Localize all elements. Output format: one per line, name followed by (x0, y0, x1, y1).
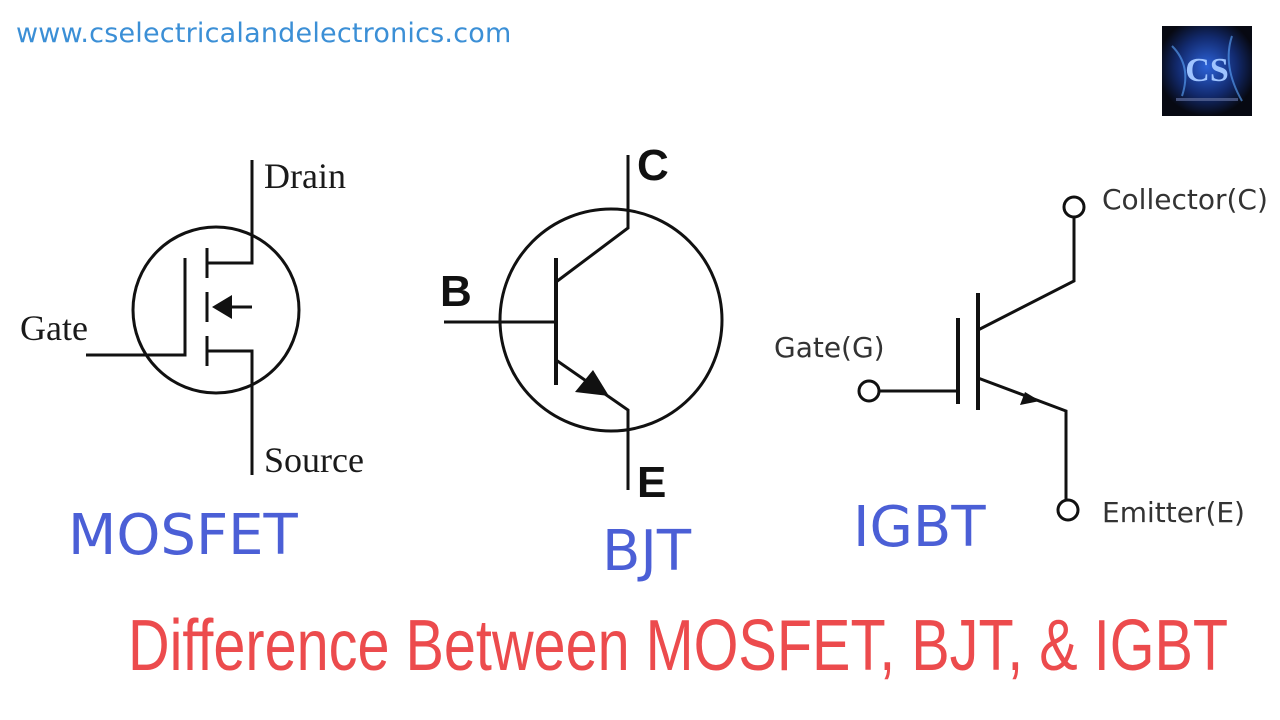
mosfet-symbol (86, 160, 301, 475)
bjt-emitter-label: E (637, 458, 666, 507)
logo-text: CS (1185, 52, 1228, 89)
mosfet-gate-lead (86, 258, 187, 357)
bjt-emitter-arrow (575, 370, 609, 396)
igbt-collector-terminal (1062, 195, 1086, 219)
mosfet-source-lead (207, 349, 254, 475)
igbt-gate-terminal (857, 379, 881, 403)
bjt-collector-label: C (637, 141, 669, 190)
site-logo: CS (1162, 26, 1252, 116)
igbt-emitter-arrow (1020, 392, 1040, 405)
mosfet-drain-lead (207, 160, 254, 265)
mosfet-source-label: Source (264, 440, 364, 480)
igbt-emitter-label: Emitter(E) (1102, 496, 1245, 529)
page-headline: Difference Between MOSFET, BJT, & IGBT (128, 606, 1229, 686)
bjt-base-label: B (440, 267, 472, 316)
mosfet-gate-label: Gate (20, 308, 88, 348)
bjt-emitter-lead (555, 358, 630, 490)
igbt-gate-label: Gate(G) (774, 331, 885, 364)
mosfet-title: MOSFET (68, 503, 298, 568)
mosfet-body-circle (131, 225, 301, 395)
bjt-body-circle (498, 207, 724, 433)
bjt-title: BJT (602, 519, 692, 584)
igbt-collector-label: Collector(C) (1102, 183, 1268, 216)
bjt-collector-lead (555, 155, 630, 284)
igbt-title: IGBT (853, 495, 986, 560)
site-url[interactable]: www.cselectricalandelectronics.com (16, 18, 512, 49)
logo-graphic: CS (1162, 26, 1252, 116)
bjt-symbol (444, 155, 724, 490)
mosfet-arrow (212, 295, 232, 319)
igbt-emitter-terminal (1056, 498, 1080, 522)
mosfet-drain-label: Drain (264, 156, 346, 196)
igbt-emitter-lead (977, 376, 1068, 500)
igbt-symbol (857, 195, 1086, 522)
igbt-collector-lead (977, 217, 1076, 332)
